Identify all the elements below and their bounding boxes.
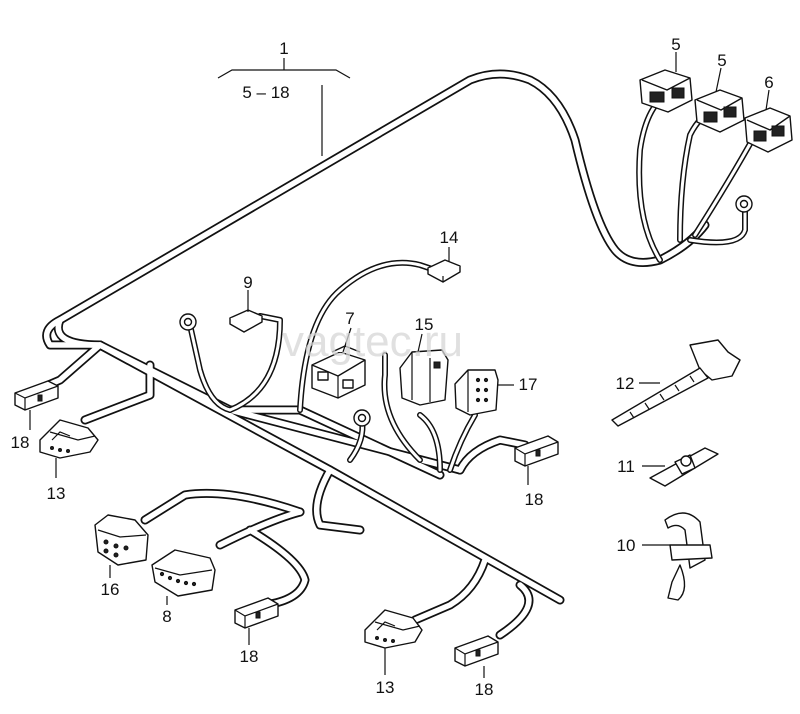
callout-8: 8 [162, 607, 171, 626]
connector-5-lower [694, 89, 745, 133]
callout-17: 17 [519, 375, 538, 394]
connector-8 [151, 549, 216, 597]
ring-terminal-top-right [735, 195, 753, 213]
ring-terminal-center [353, 409, 371, 427]
callout-18-right: 18 [525, 490, 544, 509]
callout-7: 7 [345, 309, 354, 328]
connector-13-left [39, 419, 99, 459]
callout-1: 1 [279, 39, 288, 58]
connector-9 [229, 309, 263, 333]
connector-18-bottom [454, 635, 499, 667]
callout-1-range: 5 – 18 [242, 83, 289, 102]
callout-13-left: 13 [47, 484, 66, 503]
connector-17 [454, 369, 499, 416]
connector-16 [94, 514, 149, 566]
callout-10: 10 [617, 536, 636, 555]
ring-terminal-9 [179, 313, 197, 331]
connector-18-right [514, 435, 559, 467]
callout-5-lower: 5 [717, 51, 726, 70]
callout-9: 9 [243, 273, 252, 292]
callout-13-bottom: 13 [376, 678, 395, 697]
clip-11 [649, 447, 719, 487]
callout-15: 15 [415, 315, 434, 334]
connector-13-bottom [364, 609, 423, 649]
cable-tie-12 [611, 339, 741, 427]
callout-18-left: 18 [11, 433, 30, 452]
callout-11: 11 [617, 457, 635, 476]
connector-15 [399, 349, 449, 406]
clamp-10 [664, 512, 713, 601]
callout-6: 6 [764, 73, 773, 92]
callout-12: 12 [616, 374, 635, 393]
callout-14: 14 [440, 228, 459, 247]
connector-14 [427, 259, 461, 283]
leader-lines [29, 52, 770, 678]
watermark-text: vagtec.ru [282, 317, 463, 366]
connector-6 [744, 107, 793, 153]
callout-18-bottom: 18 [475, 680, 494, 699]
connector-7 [311, 345, 366, 399]
callout-16: 16 [101, 580, 120, 599]
callout-18-lower-left: 18 [240, 647, 259, 666]
connector-5-upper [639, 69, 693, 113]
callout-5-upper: 5 [671, 35, 680, 54]
connector-18-lower-left [234, 597, 279, 629]
connector-18-left [14, 380, 59, 411]
callout-labels: 1 5 – 18 5 5 6 7 8 9 10 11 12 13 13 14 1… [11, 35, 774, 699]
